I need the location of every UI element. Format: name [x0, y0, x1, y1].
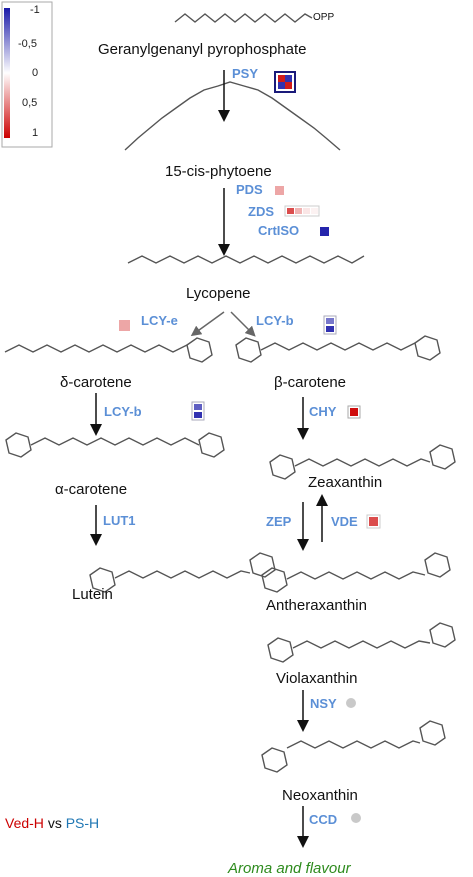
zds-expression-cell	[311, 208, 318, 214]
expression-heatmaps	[119, 71, 381, 823]
enzyme-psy-label: PSY	[232, 66, 259, 81]
zeaxanthin-ring-right	[429, 444, 456, 470]
lutein-ring-left	[89, 567, 116, 593]
neoxanthin-chain	[286, 740, 421, 749]
lycopene-structure	[127, 255, 365, 264]
vde-heatmap-frame	[366, 514, 381, 529]
beta-carotene-ring-right	[414, 335, 441, 361]
enzyme-lcy-b-alpha-label: LCY-b	[104, 404, 142, 419]
neoxanthin-label: Neoxanthin	[282, 787, 358, 804]
beta-carotene-chain	[260, 342, 416, 351]
arrow-lycopene-to-beta	[230, 311, 256, 337]
phytoene-label: 15-cis-phytoene	[165, 163, 272, 180]
lcy-b-2-heatmap-frame	[191, 401, 205, 421]
pds-expression-cell	[275, 186, 284, 195]
comparison-group1: Ved-H	[5, 815, 44, 831]
ccd-not-detected-dot	[351, 813, 361, 823]
comparison-group2: PS-H	[65, 815, 100, 831]
enzyme-zds-label: ZDS	[248, 204, 274, 219]
zeaxanthin-label: Zeaxanthin	[308, 474, 383, 491]
lcy-b-2-expression-cell	[194, 412, 202, 418]
antheraxanthin-label: Antheraxanthin	[266, 597, 367, 614]
color-scale-bar	[4, 8, 10, 138]
enzyme-lcy-b-label: LCY-b	[256, 313, 294, 328]
psy-expression-cell	[285, 75, 292, 82]
ggpp-label: Geranylgenanyl pyrophosphate	[98, 41, 307, 58]
violaxanthin-ring-right	[429, 622, 456, 648]
enzyme-vde-label: VDE	[331, 514, 358, 529]
alpha-carotene-ring-right	[198, 432, 225, 458]
violaxanthin-ring-left	[267, 637, 294, 663]
arrow-lycopene-to-delta	[190, 311, 225, 337]
ggpp-structure	[174, 13, 313, 23]
violaxanthin-label: Violaxanthin	[276, 670, 358, 687]
alpha-carotene-label: α-carotene	[55, 481, 128, 498]
enzyme-zep-label: ZEP	[266, 514, 292, 529]
enzyme-crtiso-label: CrtISO	[258, 223, 300, 238]
zeaxanthin-chain	[294, 458, 431, 467]
zds-heatmap-frame	[284, 205, 320, 217]
zds-expression-cell	[303, 208, 310, 214]
color-scale-legend	[1, 1, 53, 148]
legend-tick: -1	[30, 4, 40, 16]
nsy-not-detected-dot	[346, 698, 356, 708]
lutein-chain	[114, 570, 251, 579]
pathway-arrows	[90, 70, 328, 848]
neoxanthin-ring-right	[419, 720, 446, 746]
psy-expression-cell	[278, 75, 285, 82]
antheraxanthin-ring-left	[261, 567, 288, 593]
zds-expression-cell	[287, 208, 294, 214]
delta-carotene-label: δ-carotene	[60, 374, 132, 391]
lutein-ring-right	[249, 552, 276, 578]
enzyme-nsy-label: NSY	[310, 696, 337, 711]
antheraxanthin-chain	[286, 571, 426, 580]
delta-carotene-structure	[4, 344, 188, 353]
legend-tick: 0,5	[22, 97, 38, 109]
alpha-carotene-ring-left	[5, 432, 32, 458]
opp-label: OPP	[313, 12, 335, 23]
lcy-e-expression-cell	[119, 320, 130, 331]
delta-carotene-ring	[186, 337, 213, 363]
legend-tick: -0,5	[18, 38, 37, 50]
enzyme-lcy-e-label: LCY-e	[141, 313, 178, 328]
phytoene-structure	[124, 81, 341, 151]
legend-tick: 1	[32, 127, 39, 139]
molecule-structures	[4, 13, 456, 773]
lycopene-label: Lycopene	[186, 285, 251, 302]
psy-heatmap-frame	[274, 71, 296, 93]
comparison-vs: vs	[47, 815, 62, 831]
psy-expression-cell	[285, 82, 292, 89]
psy-expression-cell	[278, 82, 285, 89]
legend-tick: 0	[32, 67, 39, 79]
chy-heatmap-frame	[347, 405, 361, 419]
zds-expression-cell	[295, 208, 302, 214]
comparison-legend: Ved-H vs PS-H	[5, 815, 99, 831]
vde-expression-cell	[369, 517, 378, 526]
enzyme-ccd-label: CCD	[309, 812, 338, 827]
neoxanthin-ring-left	[261, 747, 288, 773]
enzyme-lut1-label: LUT1	[103, 513, 136, 528]
alpha-carotene-chain	[30, 437, 200, 446]
lutein-label: Lutein	[72, 586, 113, 603]
lcy-b-1-expression-cell	[326, 318, 334, 324]
antheraxanthin-ring-right	[424, 552, 451, 578]
beta-carotene-label: β-carotene	[274, 374, 346, 391]
aroma-flavour-label: Aroma and flavour	[228, 860, 351, 877]
enzyme-chy-label: CHY	[309, 404, 337, 419]
lcy-b-2-expression-cell	[194, 404, 202, 410]
enzyme-pds-label: PDS	[236, 182, 263, 197]
zeaxanthin-ring-left	[269, 454, 296, 480]
lcy-b-1-expression-cell	[326, 326, 334, 332]
violaxanthin-chain	[292, 640, 431, 649]
lcy-b-1-heatmap-frame	[323, 315, 337, 335]
crtiso-expression-cell	[320, 227, 329, 236]
chy-expression-cell	[350, 408, 358, 416]
beta-carotene-ring-left	[235, 337, 262, 363]
